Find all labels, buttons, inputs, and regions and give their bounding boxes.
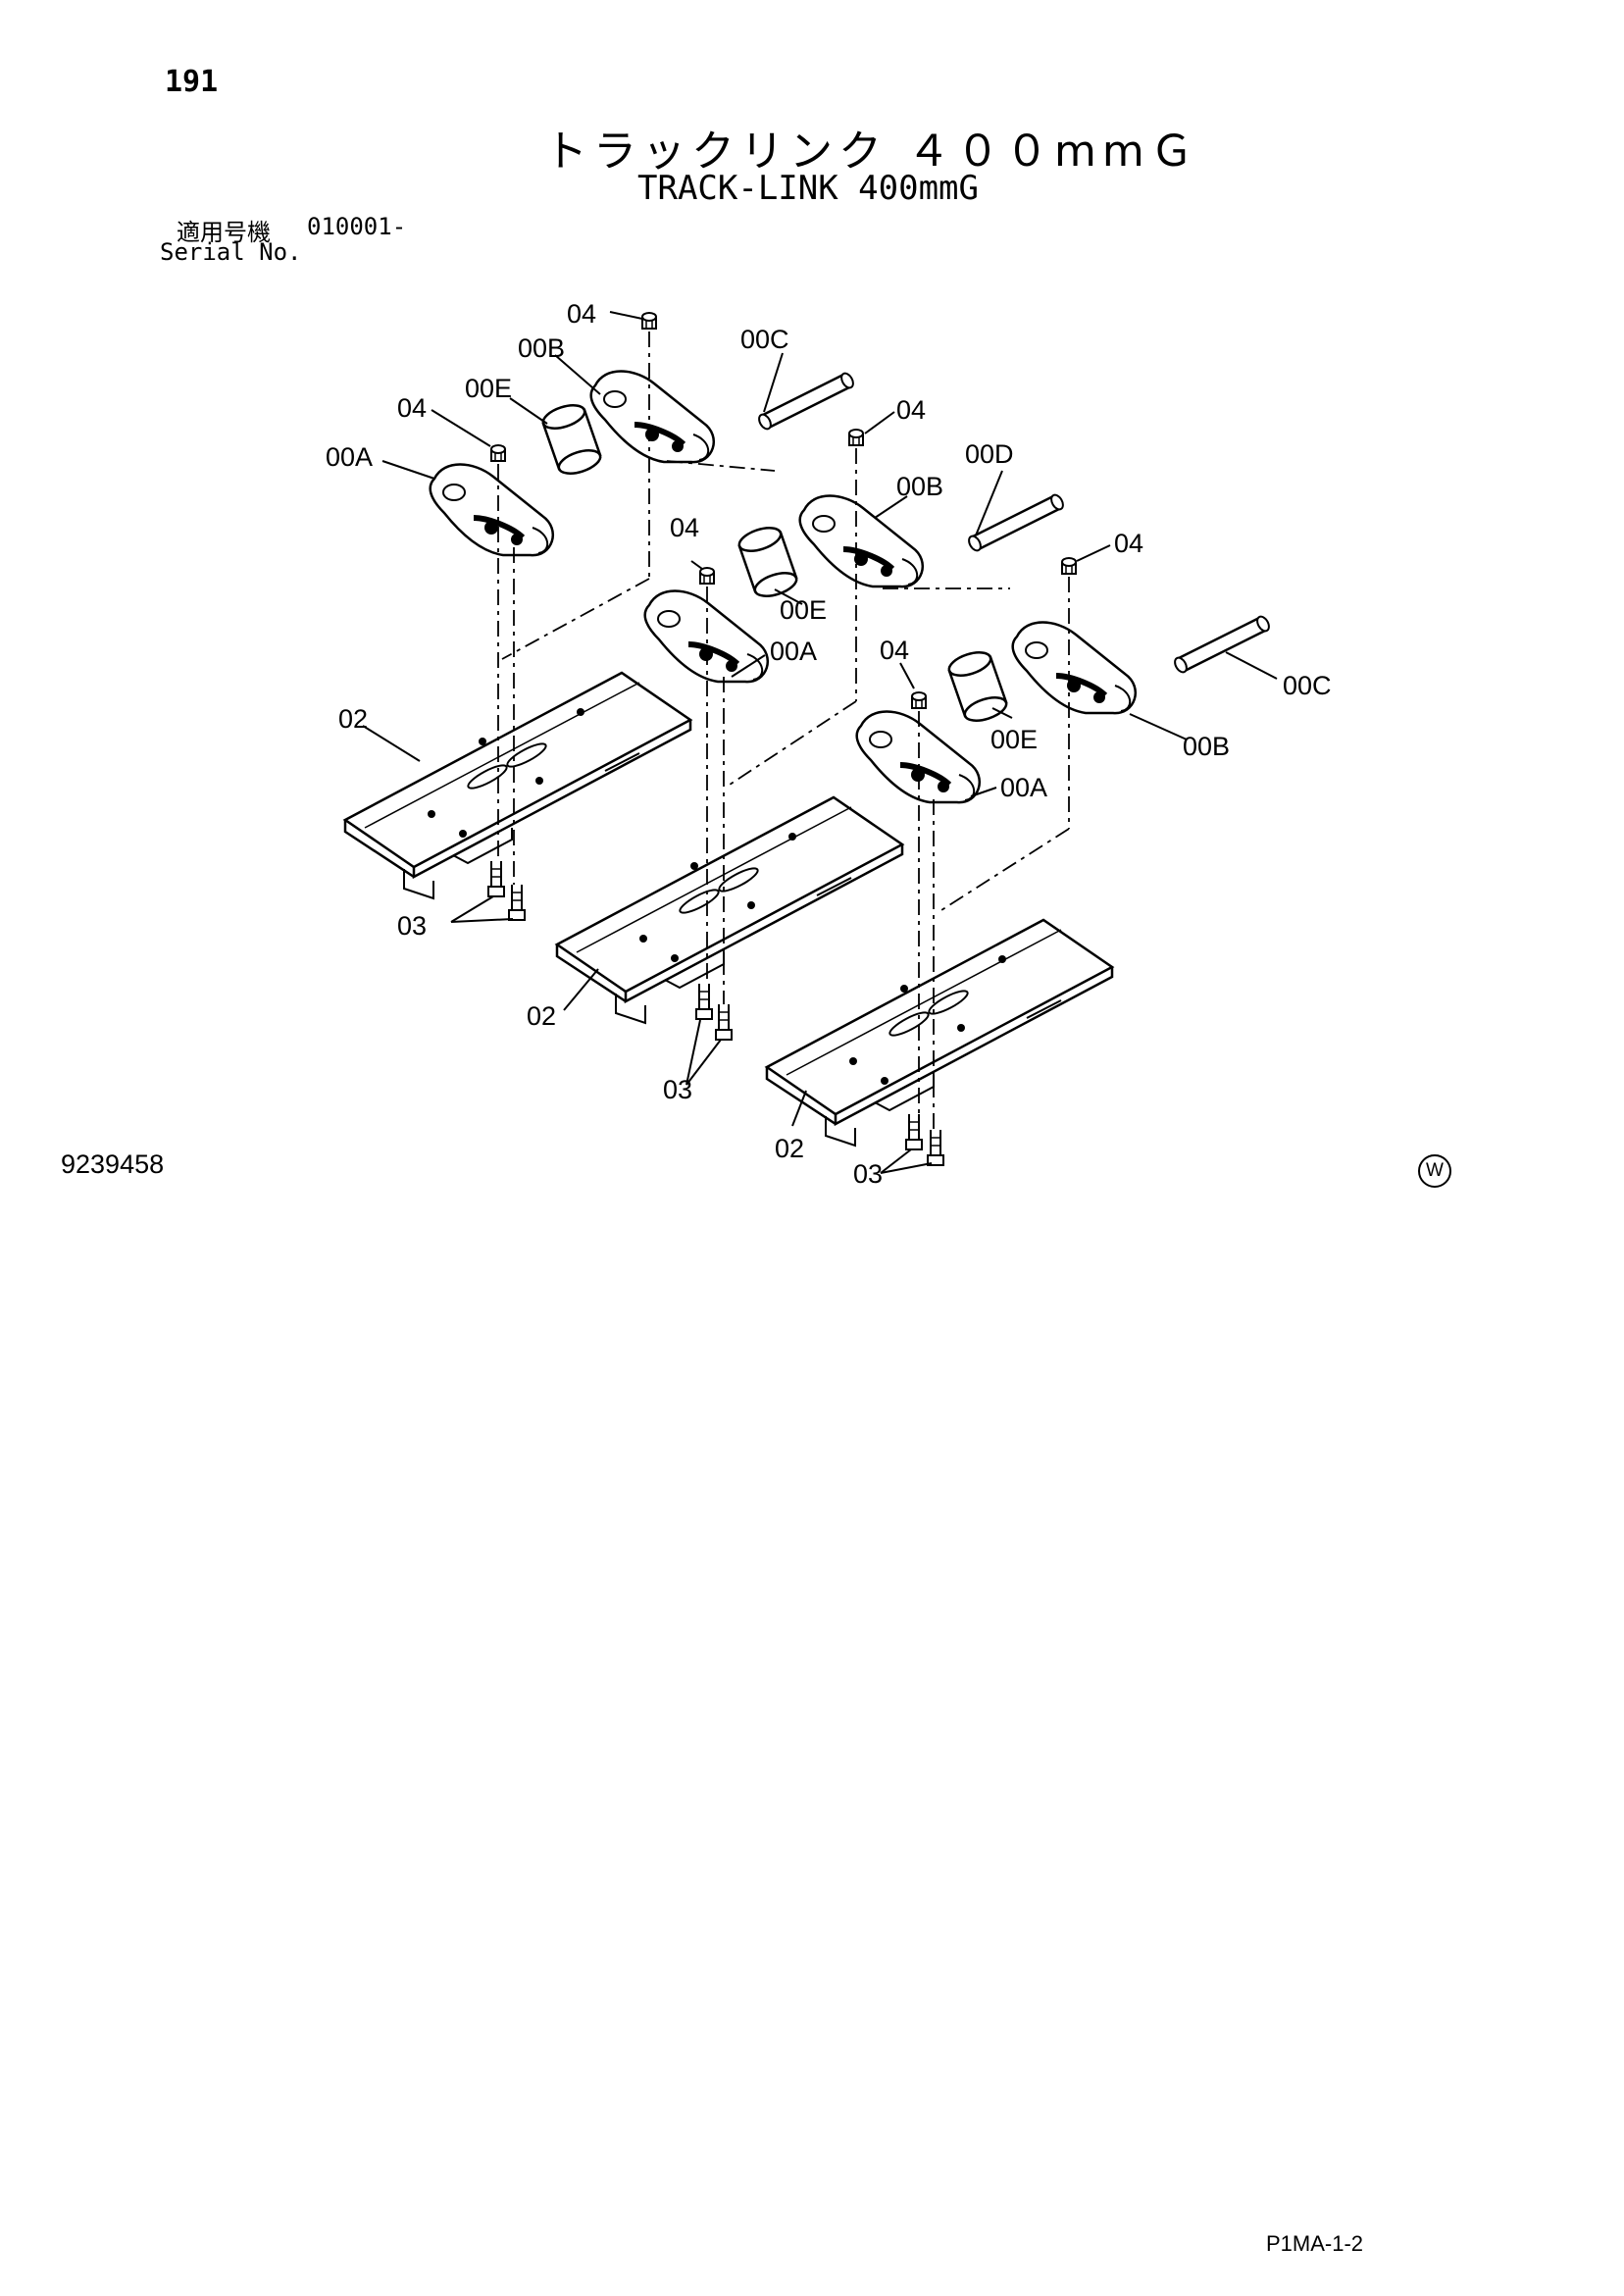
pin-00c-right <box>1171 613 1273 676</box>
page-code: P1MA-1-2 <box>1266 2231 1364 2256</box>
nut-04-left <box>490 444 506 462</box>
leader-lines <box>362 311 1278 1174</box>
nut-04-right <box>911 691 927 709</box>
callout-nut-04: 04 <box>880 636 909 665</box>
bushing-00e-top <box>538 399 605 480</box>
callout-link-00b: 00B <box>896 472 943 501</box>
link-00a-left <box>431 465 553 556</box>
drawing-number: 9239458 <box>61 1149 165 1179</box>
shoe-left <box>343 671 692 900</box>
callout-pin-00c: 00C <box>1283 671 1332 700</box>
bolt-03-right <box>905 1113 944 1166</box>
callout-pin-00d: 00D <box>965 439 1014 469</box>
bushing-00e-middle <box>735 522 801 602</box>
title-japanese: トラックリンク ４００mmＧ <box>544 127 1199 177</box>
callout-link-00a: 00A <box>770 637 817 666</box>
callout-shoe-02: 02 <box>527 1001 556 1031</box>
callout-shoe-02: 02 <box>775 1134 804 1163</box>
callout-nut-04: 04 <box>1114 529 1143 558</box>
callout-nut-04: 04 <box>896 395 926 425</box>
part-callouts: 04 00B 00C 04 00E 00A 04 00D 00B 04 04 0… <box>326 299 1332 1189</box>
callout-link-00b: 00B <box>518 333 565 363</box>
callout-bolt-03: 03 <box>853 1159 883 1189</box>
bolt-03-middle <box>695 983 733 1041</box>
title-english: TRACK-LINK 400mmG <box>637 169 979 208</box>
serial-label-japanese: 適用号機 <box>177 219 271 246</box>
callout-nut-04: 04 <box>670 513 699 542</box>
callout-link-00b: 00B <box>1183 732 1230 761</box>
shoe-middle <box>555 795 904 1025</box>
pin-00c-top <box>755 370 857 433</box>
page-number: 191 <box>165 65 219 99</box>
nut-04-upper-middle <box>848 429 864 446</box>
assembly-lines <box>497 332 1070 1130</box>
callout-nut-04: 04 <box>397 393 427 423</box>
shoe-right <box>765 918 1114 1148</box>
nut-04-middle <box>699 567 715 585</box>
bushing-00e-right <box>944 646 1011 727</box>
link-00b-middle <box>800 496 923 587</box>
callout-bushing-00e: 00E <box>465 374 512 403</box>
nut-04-upper-right <box>1061 557 1077 575</box>
serial-number-value: 010001- <box>307 213 407 240</box>
link-00a-middle <box>645 591 768 683</box>
link-00b-right <box>1013 623 1136 714</box>
bolt-03-left <box>487 860 526 921</box>
callout-bushing-00e: 00E <box>780 595 827 625</box>
circled-w-mark: W <box>1418 1154 1451 1188</box>
callout-bushing-00e: 00E <box>990 725 1038 754</box>
callout-link-00a: 00A <box>1000 773 1047 802</box>
callout-shoe-02: 02 <box>338 704 368 734</box>
callout-pin-00c: 00C <box>740 325 789 354</box>
serial-label-english: Serial No. <box>160 238 302 266</box>
nut-04-top <box>641 312 657 330</box>
callout-bolt-03: 03 <box>663 1075 692 1104</box>
callout-bolt-03: 03 <box>397 911 427 941</box>
callout-link-00a: 00A <box>326 442 373 472</box>
link-00b-top <box>591 372 714 463</box>
callout-nut-04: 04 <box>567 299 596 329</box>
